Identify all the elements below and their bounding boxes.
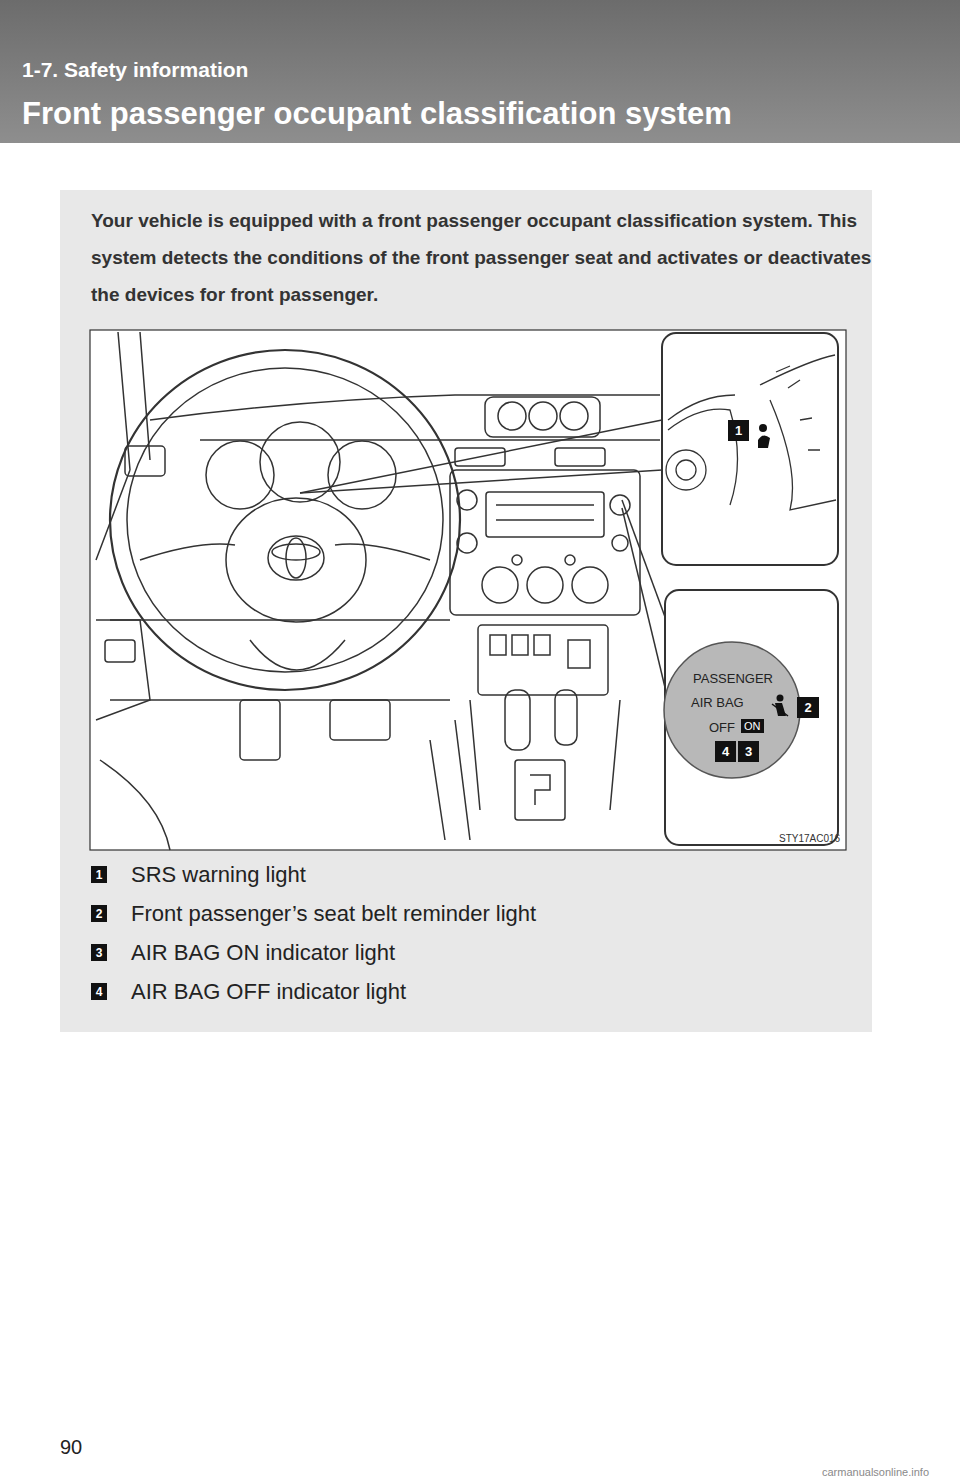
illustration-part <box>676 460 696 480</box>
illustration-part <box>496 505 594 520</box>
illustration-part <box>565 555 575 565</box>
illustration-part <box>450 470 640 615</box>
illustration-part <box>505 690 530 750</box>
illustration-part <box>90 330 846 850</box>
illustration-part <box>666 355 836 510</box>
illustration-part <box>515 760 565 820</box>
illustration-part <box>668 395 735 420</box>
illustration-part <box>662 333 838 565</box>
illustration-part <box>150 395 660 420</box>
illustration-part <box>200 439 660 441</box>
indicator-text: PASSENGER <box>693 671 773 686</box>
node-text: 1 <box>96 869 103 881</box>
list-number: 2 <box>91 905 107 922</box>
illustration-part <box>140 544 430 560</box>
node-text: 3 <box>745 745 752 758</box>
illustration-part <box>250 640 345 670</box>
illustration-part <box>110 350 460 690</box>
list-item: AIR BAG ON indicator light <box>131 940 395 966</box>
list-item: AIR BAG OFF indicator light <box>131 979 406 1005</box>
illustration-part <box>206 441 274 509</box>
illustration-part <box>272 544 320 560</box>
node-text: 1 <box>735 424 742 437</box>
illustration-part <box>470 700 620 810</box>
illustration-part <box>498 402 526 430</box>
illustration-part <box>759 424 767 432</box>
node-text: 4 <box>722 745 729 758</box>
illustration-part <box>330 700 390 740</box>
section-heading: 1-7. Safety information <box>22 58 248 82</box>
illustration-part <box>478 625 608 695</box>
illustration-part <box>772 704 788 716</box>
illustration-part <box>240 700 280 760</box>
indicator-text: AIR BAG <box>691 695 744 710</box>
illustration-part <box>457 490 477 510</box>
list-number: 1 <box>91 866 107 883</box>
figure-code: STY17AC016 <box>779 833 840 844</box>
list-item: SRS warning light <box>131 862 306 888</box>
illustration-part <box>772 695 788 717</box>
illustration-part <box>96 332 660 850</box>
illustration-part <box>268 536 324 580</box>
watermark: carmanualsonline.info <box>822 1466 929 1478</box>
illustration-part <box>770 400 836 510</box>
node-text: 3 <box>96 947 103 959</box>
list-number: 4 <box>91 983 107 1000</box>
callout-number: 4 <box>715 741 736 762</box>
illustration-part <box>527 567 563 603</box>
node-text: ON <box>744 720 761 732</box>
illustration-part <box>260 422 340 502</box>
node-text: 2 <box>96 908 103 920</box>
illustration-part <box>512 555 522 565</box>
illustration-part <box>512 635 528 655</box>
illustration-part <box>534 635 550 655</box>
illustration-part <box>482 567 518 603</box>
on-indicator-box: ON <box>741 719 764 733</box>
illustration-part <box>776 366 820 450</box>
illustration-part <box>457 533 477 553</box>
illustration-part <box>110 620 450 700</box>
intro-text: Your vehicle is equipped with a front pa… <box>91 202 881 313</box>
illustration-part <box>555 448 605 466</box>
illustration-part <box>300 470 662 493</box>
illustration-part <box>664 642 800 778</box>
page-number: 90 <box>60 1436 82 1459</box>
illustration-part <box>560 402 588 430</box>
illustration-part <box>105 640 135 662</box>
illustration-part <box>485 397 600 437</box>
illustration-part <box>665 590 838 845</box>
illustration-part <box>486 492 604 537</box>
callout-number: 1 <box>728 420 749 441</box>
illustration-part <box>760 355 835 385</box>
node-text: 2 <box>804 701 811 714</box>
illustration-part <box>777 695 784 702</box>
illustration-part <box>529 402 557 430</box>
illustration-part <box>300 420 662 493</box>
illustration-part <box>300 420 668 700</box>
illustration-part <box>568 640 590 668</box>
indicator-text: OFF <box>709 720 735 735</box>
list-item: Front passenger’s seat belt reminder lig… <box>131 901 536 927</box>
node-text: 4 <box>96 986 103 998</box>
illustration-part <box>758 435 770 448</box>
list-number: 3 <box>91 944 107 961</box>
page-title: Front passenger occupant classification … <box>22 96 732 132</box>
illustration-part <box>490 635 506 655</box>
illustration-part <box>226 498 366 622</box>
illustration-part <box>666 450 706 490</box>
illustration-part <box>430 720 470 840</box>
illustration-part <box>96 620 170 850</box>
illustration-part <box>612 535 628 551</box>
illustration-part <box>572 567 608 603</box>
callout-number: 3 <box>738 741 759 762</box>
illustration-part <box>555 690 577 745</box>
callout-number: 2 <box>797 697 819 718</box>
illustration-part <box>127 368 443 672</box>
illustration-part <box>530 775 550 805</box>
